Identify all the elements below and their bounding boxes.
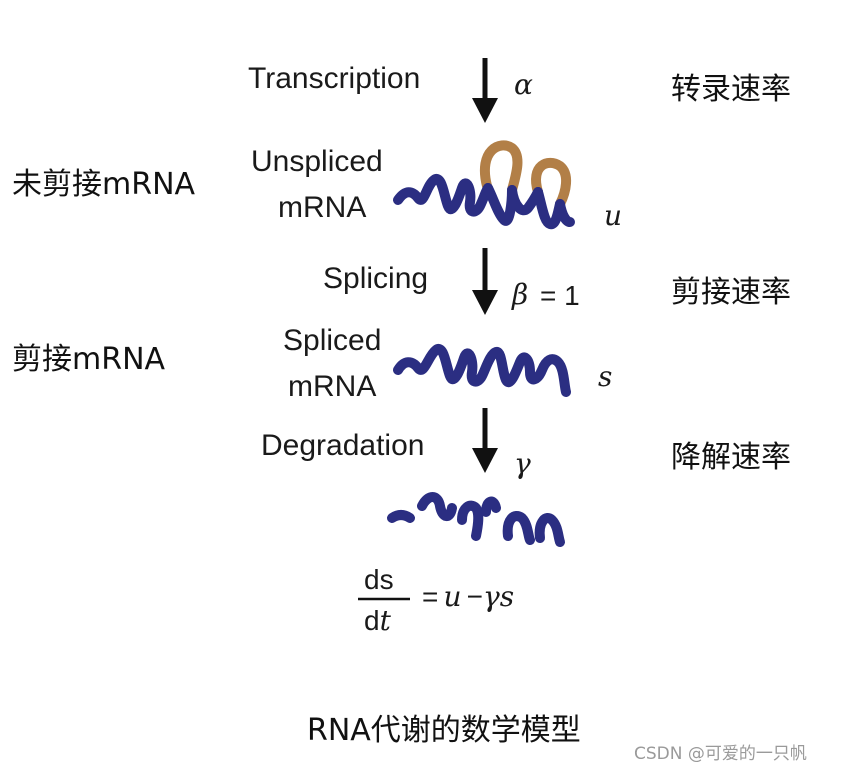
splicing-label: Splicing bbox=[323, 264, 428, 294]
fragment-5 bbox=[508, 516, 530, 540]
gamma-symbol: γ bbox=[514, 450, 531, 478]
equation-s: s bbox=[500, 580, 514, 613]
spliced-label-line1: Spliced bbox=[283, 326, 381, 356]
fragment-6 bbox=[540, 518, 560, 542]
equation-rhs: = u −γs bbox=[422, 583, 514, 611]
spliced-mrna-cn-label: 剪接mRNA bbox=[12, 345, 165, 375]
s-symbol: s bbox=[598, 363, 612, 391]
degradation-arrow bbox=[472, 408, 498, 473]
equation-denominator: dt bbox=[364, 607, 391, 635]
spliced-label-line2: mRNA bbox=[288, 372, 376, 402]
equation-gamma: γ bbox=[483, 580, 500, 613]
equation-equals: = bbox=[422, 581, 438, 612]
beta-value: = 1 bbox=[540, 282, 580, 310]
degradation-label: Degradation bbox=[261, 431, 424, 461]
splicing-rate-label: 剪接速率 bbox=[671, 278, 791, 308]
degraded-fragments bbox=[392, 497, 560, 542]
unspliced-label-line1: Unspliced bbox=[251, 147, 383, 177]
alpha-symbol: α bbox=[514, 71, 533, 99]
beta-symbol: β bbox=[512, 281, 528, 309]
exon-strand-unspliced-2 bbox=[488, 188, 512, 221]
fragment-4 bbox=[486, 502, 496, 512]
equation-u: u bbox=[443, 580, 461, 613]
unspliced-mrna-cn-label: 未剪接mRNA bbox=[12, 170, 195, 200]
equation-numerator: ds bbox=[364, 566, 394, 594]
fragment-1 bbox=[392, 515, 410, 518]
spliced-mrna-molecule bbox=[398, 349, 566, 392]
splicing-arrow bbox=[472, 248, 498, 315]
csdn-watermark: CSDN @可爱的一只帆 bbox=[634, 746, 807, 763]
transcription-arrow bbox=[472, 58, 498, 123]
exon-strand-spliced bbox=[398, 349, 566, 392]
fragment-3 bbox=[462, 506, 478, 536]
unspliced-mrna-molecule bbox=[398, 145, 570, 224]
fragment-2 bbox=[422, 497, 452, 516]
u-symbol: u bbox=[604, 202, 622, 230]
degradation-rate-label: 降解速率 bbox=[671, 443, 791, 473]
equation-denominator-t: t bbox=[380, 604, 391, 637]
transcription-rate-label: 转录速率 bbox=[671, 75, 791, 105]
figure-caption: RNA代谢的数学模型 bbox=[307, 716, 581, 746]
exon-strand-unspliced-3 bbox=[538, 192, 560, 224]
equation-denominator-d: d bbox=[364, 605, 380, 636]
intron-loop-1 bbox=[485, 145, 518, 190]
transcription-label: Transcription bbox=[248, 64, 420, 94]
equation-minus: − bbox=[467, 581, 483, 612]
unspliced-label-line2: mRNA bbox=[278, 193, 366, 223]
